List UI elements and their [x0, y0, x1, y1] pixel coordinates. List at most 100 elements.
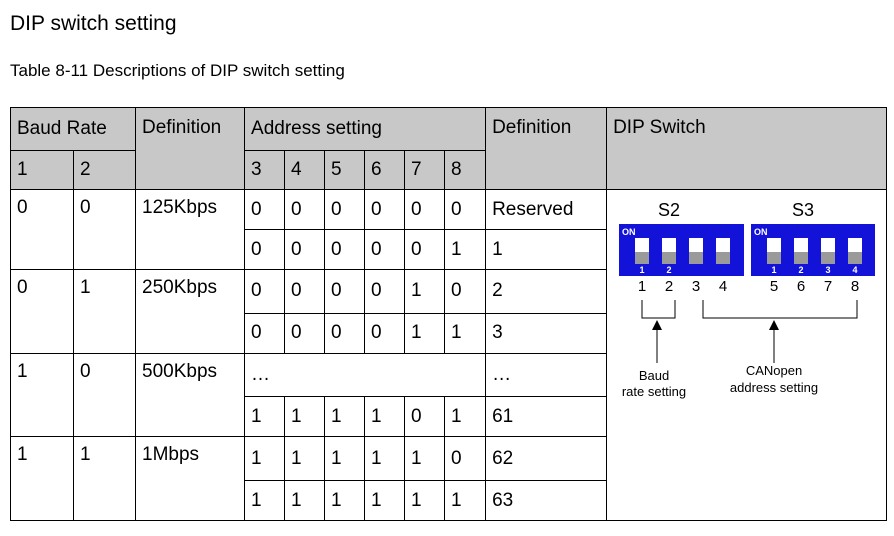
baud-bit-cell: 1	[72, 436, 137, 521]
definition-cell: 62	[485, 436, 608, 481]
s3-body-digit: 4	[853, 265, 858, 275]
header-bit: 8	[444, 150, 487, 190]
s3-body-digit: 2	[799, 265, 804, 275]
dip-switch-diagram: S2 S3 ON	[619, 200, 876, 399]
address-bit-cell: 0	[404, 189, 446, 230]
table-row: 0 1 250Kbps 0 0 0 0 1 0 2	[10, 269, 887, 354]
s3-body-digit: 1	[772, 265, 777, 275]
header-address-setting: Address setting	[244, 107, 487, 151]
s2-dip-switch: ON 1 2	[619, 224, 745, 276]
address-bit-cell: 1	[444, 396, 487, 438]
address-bit-cell: 0	[324, 189, 366, 230]
baud-rate-cell: 250Kbps	[135, 269, 246, 354]
address-ellipsis-cell: …	[244, 352, 487, 398]
header-bit: 4	[284, 150, 326, 190]
address-bit-cell: 0	[244, 229, 286, 270]
s2-toggles	[635, 238, 731, 264]
address-bit-cell: 0	[324, 269, 366, 314]
address-bit-cell: 1	[244, 436, 286, 481]
address-bit-cell: 1	[284, 480, 326, 521]
pin-number: 7	[824, 278, 832, 295]
pin-number: 2	[665, 278, 673, 295]
address-bit-cell: 0	[244, 312, 286, 354]
address-bit-cell: 0	[364, 312, 406, 354]
baud-rate-cell: 1Mbps	[135, 436, 246, 521]
header-bit: 3	[244, 150, 286, 190]
definition-cell: 3	[485, 312, 608, 354]
address-bit-cell: 0	[244, 189, 286, 230]
pin-number: 3	[692, 278, 700, 295]
address-bit-cell: 1	[324, 436, 366, 481]
toggle-lever	[821, 252, 836, 264]
address-bit-cell: 1	[244, 396, 286, 438]
toggle-lever	[635, 252, 650, 264]
table-caption: Table 8-11 Descriptions of DIP switch se…	[10, 61, 345, 80]
table-row: 1 1 1Mbps 1 1 1 1 1 0 62	[10, 436, 887, 521]
header-bit: 7	[404, 150, 446, 190]
toggle-lever	[794, 252, 809, 264]
table-row: 0 0 0 0 0 1 1	[11, 229, 887, 270]
address-bit-cell: 1	[404, 436, 446, 481]
baud-bracket	[641, 300, 676, 319]
baud-bit-cell: 0	[72, 189, 137, 270]
address-bit-cell: 0	[444, 436, 487, 481]
address-bit-cell: 0	[444, 269, 487, 314]
baud-bit-cell: 0	[72, 352, 137, 438]
address-bit-cell: 1	[404, 312, 446, 354]
baud-rate-cell: 125Kbps	[135, 189, 246, 270]
address-bit-cell: 0	[404, 396, 446, 438]
address-bit-cell: 0	[404, 229, 446, 270]
address-bit-cell: 0	[284, 269, 326, 314]
baud-bit-cell: 1	[72, 269, 137, 354]
header-row-1: Baud Rate Definition Address setting Def…	[9, 107, 888, 190]
address-bit-cell: 0	[324, 312, 366, 354]
definition-cell: 63	[485, 480, 608, 521]
address-bit-cell: 0	[364, 229, 406, 270]
dip-switch-table: Baud Rate Definition Address setting Def…	[9, 107, 888, 521]
address-bit-cell: 0	[284, 189, 326, 230]
s3-toggles	[767, 238, 863, 264]
pin-number: 8	[851, 278, 859, 295]
address-bit-cell: 1	[364, 480, 406, 521]
address-bit-cell: 1	[324, 396, 366, 438]
header-bit: 5	[324, 150, 366, 190]
header-bit: 2	[72, 150, 137, 190]
address-bit-cell: 1	[364, 396, 406, 438]
address-bit-cell: 1	[284, 436, 326, 481]
table-row: 0 0 0 0 1 1 3	[11, 312, 887, 354]
definition-cell: 2	[485, 269, 608, 314]
address-bit-cell: 0	[284, 312, 326, 354]
pin-number: 4	[719, 278, 727, 295]
s2-body-digit: 1	[640, 265, 645, 275]
definition-cell: Reserved	[485, 189, 608, 230]
address-bit-cell: 1	[244, 480, 286, 521]
canopen-label-line2: address setting	[730, 380, 818, 395]
header-bit: 1	[10, 150, 74, 190]
table-row: 1 0 500Kbps … …	[10, 352, 887, 438]
toggle-lever	[848, 252, 863, 264]
header-definition-2: Definition	[485, 107, 608, 190]
canopen-label-line1: CANopen	[746, 363, 802, 378]
address-bracket	[702, 300, 858, 319]
address-bit-cell: 0	[284, 229, 326, 270]
header-baud-rate: Baud Rate	[9, 107, 137, 151]
table-row: 0 0 125Kbps 0 0 0 0 0 0 Reserved S2 S3	[10, 189, 888, 521]
header-row-2: 1 2 3 4 5 6 7 8	[10, 150, 887, 190]
address-bit-cell: 0	[244, 269, 286, 314]
s2-body-digit: 2	[667, 265, 672, 275]
header-definition-1: Definition	[135, 107, 246, 190]
pin-numbers: 1 2 3 4 5 6 7 8	[638, 278, 859, 295]
table-row: 1 1 1 1 1 1 63	[11, 480, 887, 521]
address-bit-cell: 1	[364, 436, 406, 481]
address-bit-cell: 1	[404, 269, 446, 314]
baud-rate-cell: 500Kbps	[135, 352, 246, 438]
definition-cell: 61	[485, 396, 608, 438]
pin-number: 1	[638, 278, 646, 295]
address-bit-cell: 0	[324, 229, 366, 270]
address-bit-cell: 0	[364, 269, 406, 314]
address-bit-cell: 1	[444, 312, 487, 354]
address-bit-cell: 0	[364, 189, 406, 230]
s2-label: S2	[658, 200, 680, 220]
baud-bit-cell: 1	[10, 436, 74, 521]
pin-number: 6	[797, 278, 805, 295]
